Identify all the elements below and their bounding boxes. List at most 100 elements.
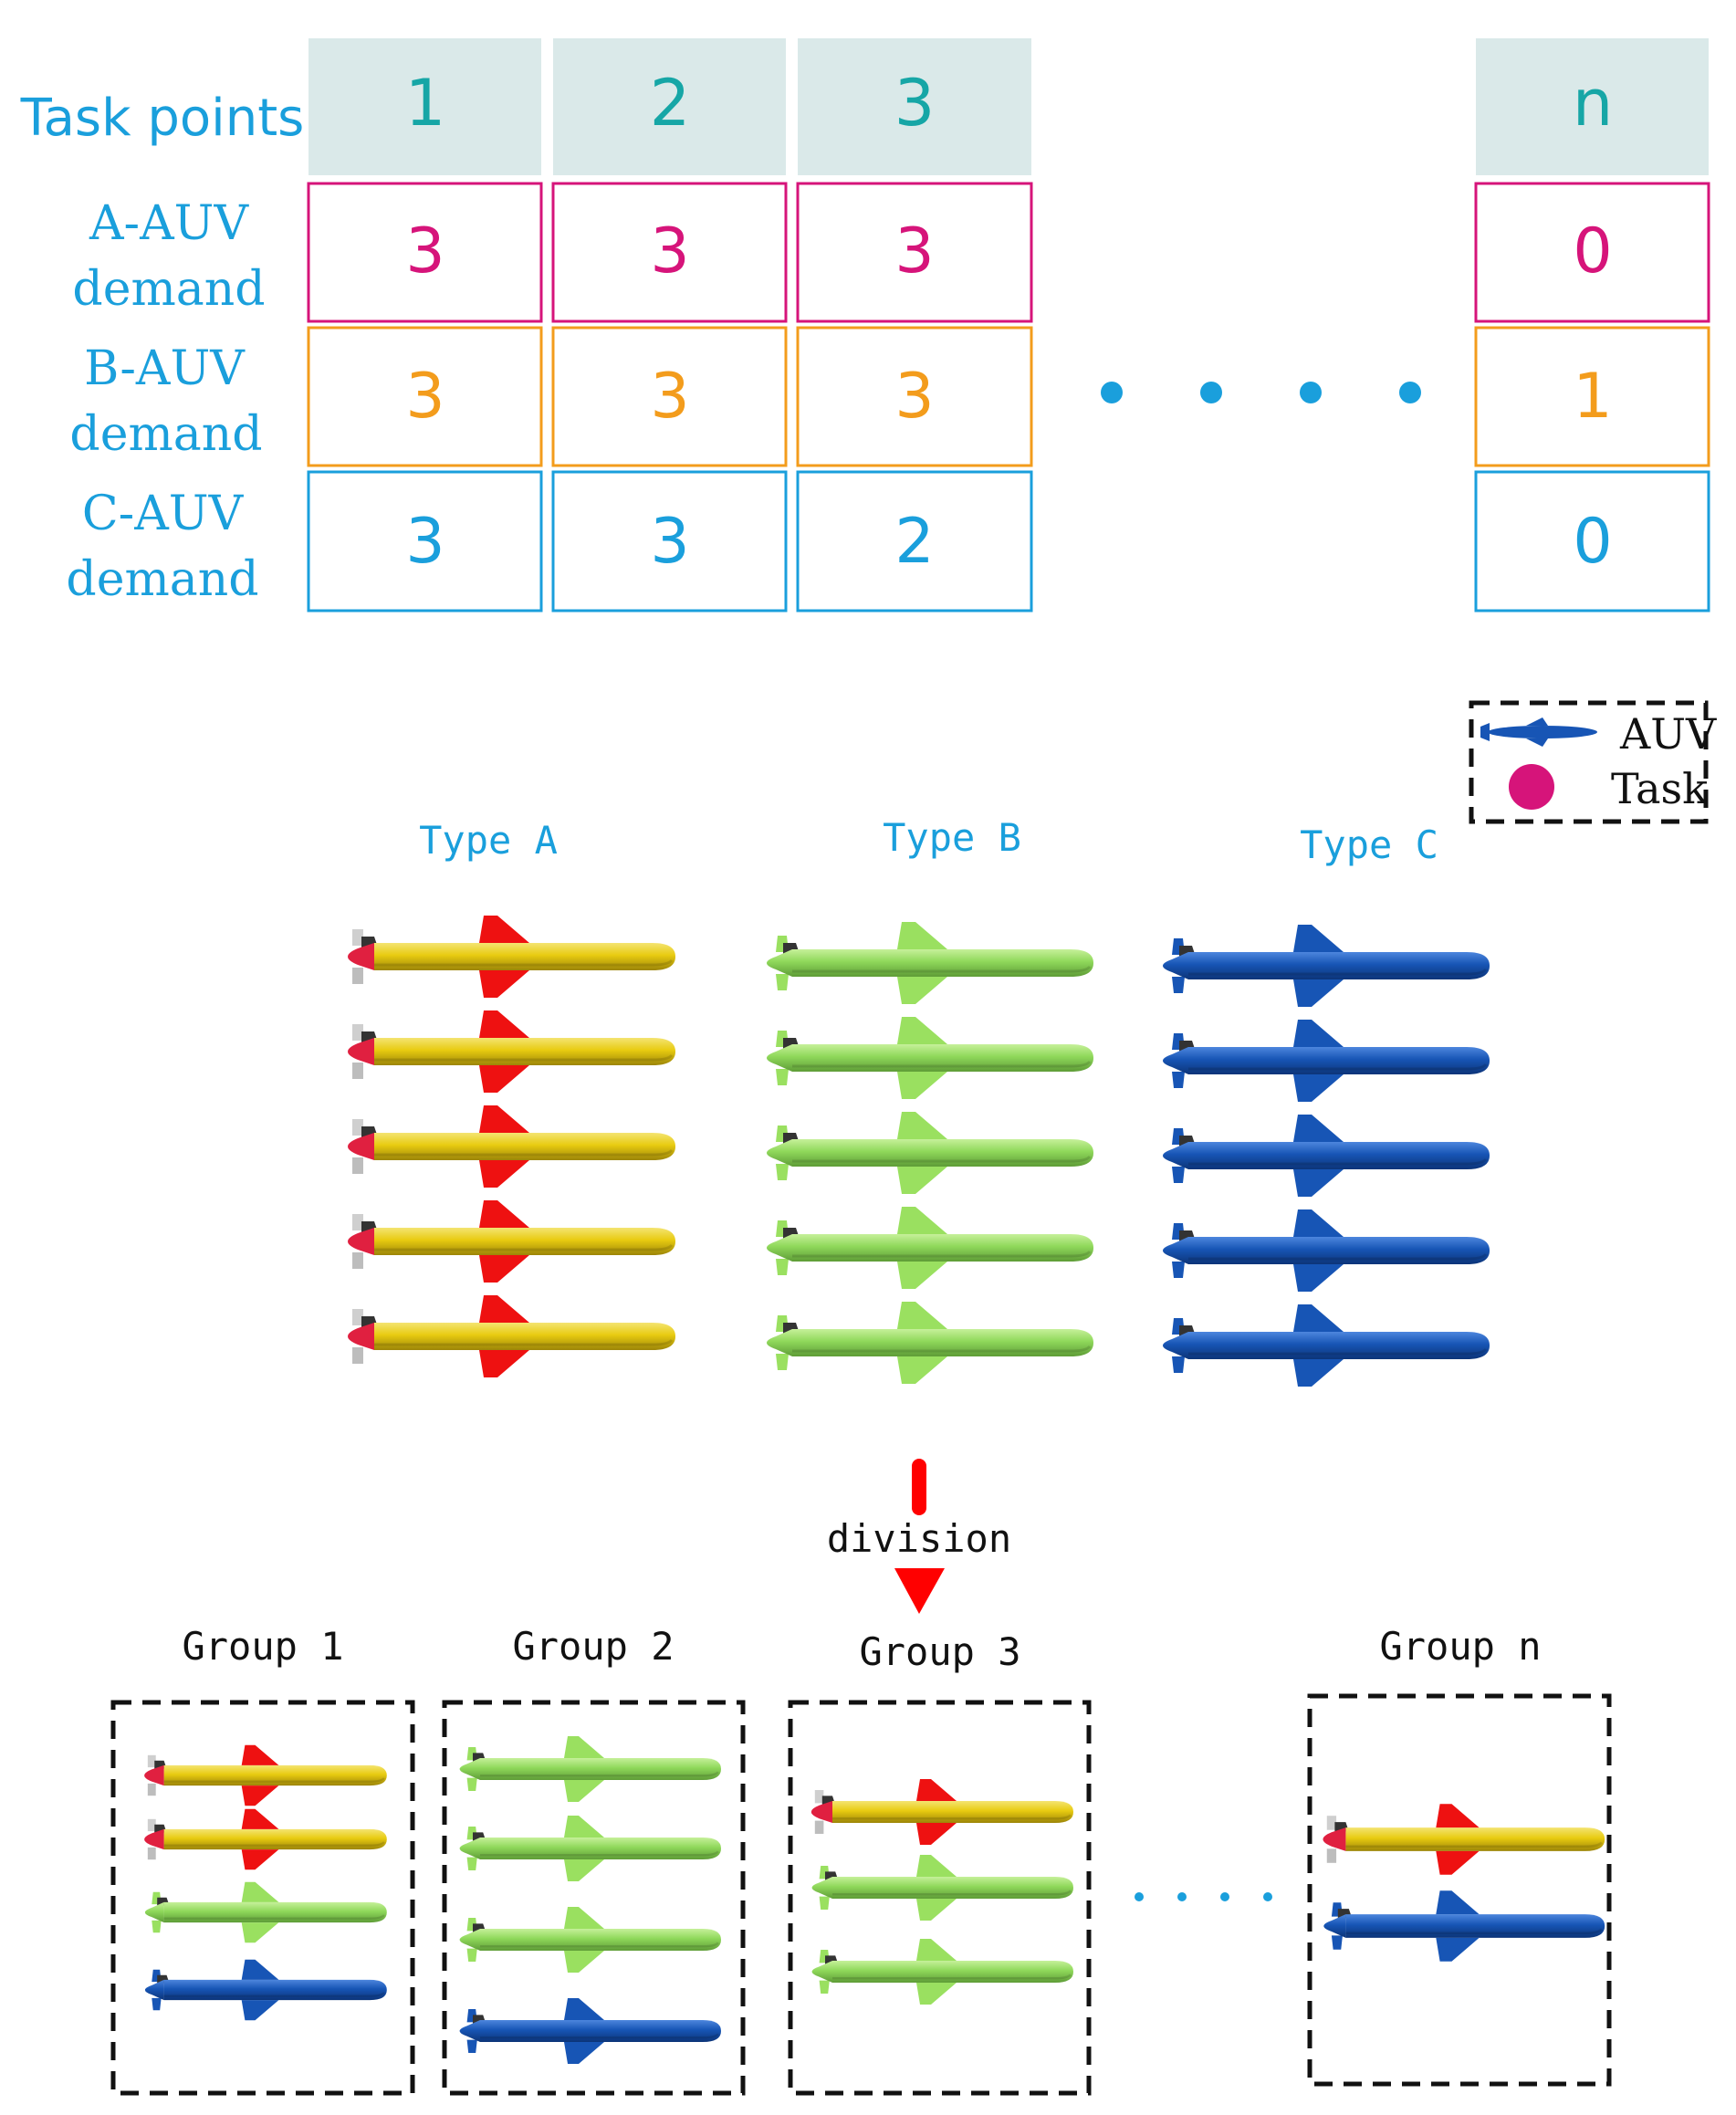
task-point-n: n <box>1573 66 1613 141</box>
ellipsis-dot <box>1300 382 1322 403</box>
legend-task-label: Task <box>1611 764 1709 813</box>
cell-c-n <box>1474 470 1710 613</box>
legend: AUV Task <box>1469 700 1717 824</box>
auv-type-b <box>459 1907 721 1973</box>
value-a-1: 3 <box>405 215 444 288</box>
cell-b-3 <box>796 326 1033 467</box>
type-a-auv-stack <box>348 916 675 1377</box>
group-3-box <box>788 1700 1092 2096</box>
table-header-row: 1 2 3 n <box>309 38 1709 175</box>
auv-type-c <box>144 1959 387 2021</box>
ellipsis-dot <box>1220 1892 1229 1901</box>
value-b-n: 1 <box>1573 361 1612 433</box>
auv-type-b <box>459 1816 721 1881</box>
value-a-n: 0 <box>1573 215 1612 288</box>
auv-type-a <box>810 1779 1073 1845</box>
ellipsis-dot <box>1101 382 1123 403</box>
cell-a-2 <box>551 182 788 323</box>
auv-type-c <box>1163 1209 1490 1292</box>
type-b-label: Type B <box>883 815 1021 860</box>
value-b-3: 3 <box>894 361 934 433</box>
row-label-c-line1: C-AUV <box>82 487 245 541</box>
type-c-auv-stack <box>1163 925 1490 1387</box>
auv-legend-icon <box>1480 717 1597 747</box>
group-2-box <box>442 1700 746 2096</box>
ellipsis-dots-table <box>1101 382 1421 403</box>
value-c-1: 3 <box>405 506 444 578</box>
value-c-2: 3 <box>650 506 689 578</box>
auv-type-c <box>459 1998 721 2064</box>
value-b-1: 3 <box>405 361 444 433</box>
row-label-c-line2: demand <box>66 552 258 607</box>
auv-type-b <box>144 1881 387 1943</box>
group-1-label: Group 1 <box>182 1624 343 1669</box>
auv-type-b <box>767 1017 1093 1099</box>
task-demand-table: Task points 1 2 3 n A-AUV demand 3 3 3 0 <box>20 38 1710 613</box>
ellipsis-dots-groups <box>1135 1892 1272 1901</box>
value-a-2: 3 <box>650 215 689 288</box>
auv-type-b <box>811 1855 1073 1921</box>
auv-type-b <box>459 1736 721 1802</box>
cell-a-n <box>1474 182 1710 323</box>
auv-type-a <box>348 916 675 998</box>
auv-type-b <box>767 1207 1093 1289</box>
group-n-auvs <box>1323 1804 1605 1962</box>
type-a-label: Type A <box>419 818 558 863</box>
group-1-box <box>110 1700 415 2096</box>
cell-c-3 <box>796 470 1033 613</box>
header-cell-3 <box>798 38 1031 175</box>
group-n-box <box>1307 1693 1612 2087</box>
type-c-label: Type C <box>1300 822 1438 867</box>
auv-type-c <box>1163 1020 1490 1102</box>
header-cell-2 <box>553 38 786 175</box>
legend-auv-label: AUV <box>1619 709 1717 759</box>
ellipsis-dot <box>1263 1892 1272 1901</box>
auv-type-c <box>1323 1890 1605 1962</box>
cell-a-1 <box>307 182 543 323</box>
auv-type-c <box>1163 1304 1490 1387</box>
ellipsis-dot <box>1200 382 1222 403</box>
auv-type-b <box>811 1939 1073 2005</box>
auv-type-a <box>144 1744 387 1806</box>
task-point-1: 1 <box>405 66 446 141</box>
row-label-b-line2: demand <box>69 407 262 462</box>
header-cell-1 <box>309 38 541 175</box>
value-c-3: 2 <box>894 506 934 578</box>
a-auv-demand-row: A-AUV demand 3 3 3 0 <box>72 182 1710 323</box>
auv-type-b <box>767 1112 1093 1194</box>
task-legend-icon <box>1509 764 1554 810</box>
cell-b-2 <box>551 326 788 467</box>
auv-type-a <box>348 1010 675 1093</box>
group-2-label: Group 2 <box>512 1624 674 1669</box>
division-arrow <box>894 1459 945 1614</box>
group-2-auvs <box>459 1736 721 2064</box>
row-label-a-line2: demand <box>72 262 265 317</box>
group-n-label: Group n <box>1379 1624 1541 1669</box>
row-label-a-line1: A-AUV <box>89 196 250 251</box>
ellipsis-dot <box>1177 1892 1187 1901</box>
auv-type-c <box>1163 1115 1490 1197</box>
auv-type-c <box>1163 925 1490 1007</box>
cell-a-3 <box>796 182 1033 323</box>
value-a-3: 3 <box>894 215 934 288</box>
arrow-head <box>894 1568 945 1614</box>
cell-c-1 <box>307 470 543 613</box>
task-point-3: 3 <box>894 66 936 141</box>
value-c-n: 0 <box>1573 506 1612 578</box>
cell-b-1 <box>307 326 543 467</box>
ellipsis-dot <box>1399 382 1421 403</box>
task-point-2: 2 <box>650 66 691 141</box>
b-auv-demand-row: B-AUV demand 3 3 3 1 <box>69 326 1710 467</box>
type-b-auv-stack <box>767 922 1093 1384</box>
group-1-auvs <box>144 1744 387 2021</box>
auv-type-a <box>348 1295 675 1377</box>
group-3-label: Group 3 <box>859 1629 1020 1674</box>
auv-type-a <box>348 1200 675 1283</box>
value-b-2: 3 <box>650 361 689 433</box>
row-label-b-line1: B-AUV <box>84 341 246 396</box>
auv-type-a <box>1323 1804 1605 1875</box>
auv-type-b <box>767 922 1093 1004</box>
cell-c-2 <box>551 470 788 613</box>
group-3-auvs <box>810 1779 1073 2005</box>
division-label: division <box>827 1516 1011 1561</box>
